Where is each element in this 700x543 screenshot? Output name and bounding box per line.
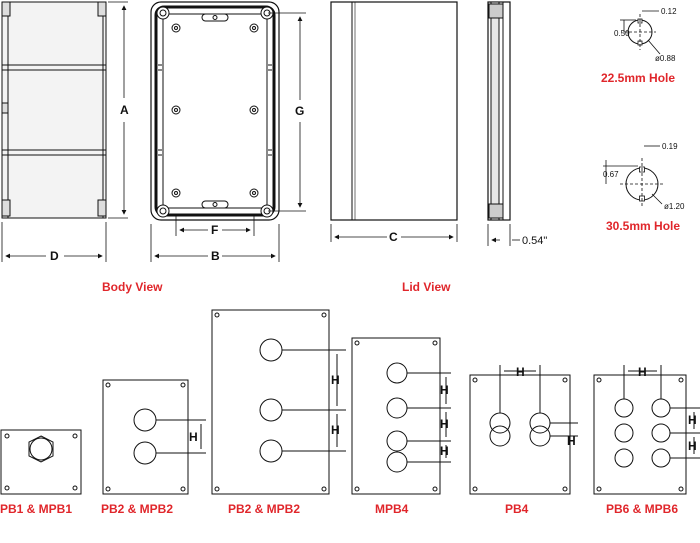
layout-pb1-panel [0,429,82,495]
layout-pb2-large-label: PB2 & MPB2 [228,502,300,516]
layout-pb4-label: PB4 [505,502,529,516]
dimension-g-label: G [295,104,304,118]
layout-mpb4-panel [351,337,451,495]
dimension-a-label: A [120,103,129,117]
dimension-b [150,224,280,262]
dimension-c-label: C [389,230,398,244]
layout-pb2-small-h: H [189,430,198,444]
lid-side-view [487,1,511,221]
body-front-view [150,1,280,221]
hole-22mm-half-height: 0.50 [614,29,630,38]
layout-pb2-small-label: PB2 & MPB2 [101,502,173,516]
lid-thickness-label: 0.54" [522,235,547,247]
layout-mpb4-label: MPB4 [375,502,409,516]
hole-22mm-offset: 0.12 [661,7,677,16]
layout-pb1-label: PB1 & MPB1 [0,502,72,516]
layout-pb6-h1: H [638,365,647,379]
layout-mpb4-h2: H [440,417,449,431]
body-side-view [1,1,107,219]
dimension-a [108,1,128,219]
layout-mpb4-h1: H [440,383,449,397]
layout-pb4-h1: H [516,365,525,379]
layout-pb6-label: PB6 & MPB6 [606,502,678,516]
layout-pb6-h3: H [688,439,697,453]
layout-pb2-large-h2: H [331,423,340,437]
layout-pb6-panel [593,365,700,495]
layout-pb4-h2: H [567,434,576,448]
lid-front-view [330,1,458,221]
dimension-lid-thickness [487,224,520,246]
dimension-c [330,224,458,242]
dimension-d-label: D [50,249,59,263]
hole-22mm-label: 22.5mm Hole [601,71,675,85]
layout-pb2-large-panel [211,309,346,495]
layout-pb4-panel [469,365,578,495]
hole-30mm-half-height: 0.67 [603,170,619,179]
dimension-g [268,12,306,212]
dimension-f [175,215,255,236]
dimension-d [1,222,107,262]
layout-pb6-h2: H [688,413,697,427]
hole-30mm-diameter: ø1.20 [664,202,685,211]
dimension-b-label: B [211,249,220,263]
body-view-label: Body View [102,280,163,294]
layout-pb2-small-panel [102,379,206,495]
layout-mpb4-h3: H [440,444,449,458]
hole-30mm-offset: 0.19 [662,142,678,151]
hole-22mm-drawing [620,10,661,55]
layout-pb2-large-h1: H [331,373,340,387]
dimension-f-label: F [211,223,218,237]
hole-22mm-diameter: ø0.88 [655,54,676,63]
hole-30mm-label: 30.5mm Hole [606,219,680,233]
hole-30mm-drawing [603,145,664,208]
lid-view-label: Lid View [402,280,451,294]
